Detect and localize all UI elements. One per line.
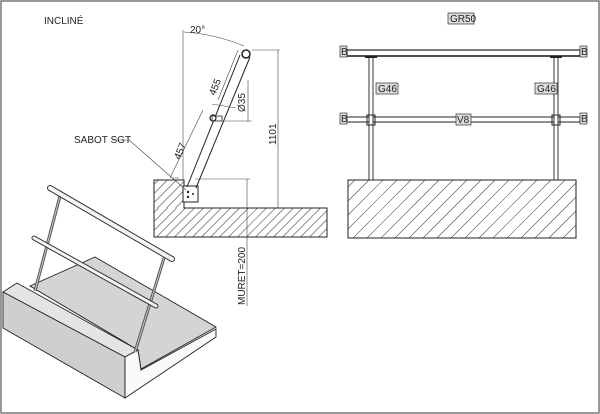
hatch-line — [157, 181, 185, 209]
hatch-line — [464, 179, 524, 239]
hatch-line — [300, 210, 328, 238]
hatch-line — [492, 179, 552, 239]
end-tag: B — [341, 114, 348, 125]
wall-label: MURET=200 — [237, 246, 248, 305]
hatch-line — [153, 207, 168, 222]
hatch-line — [520, 182, 577, 239]
hatch-line — [309, 219, 328, 238]
end-tag: B — [581, 47, 588, 58]
hatch-line — [366, 179, 426, 239]
hatch-line — [347, 179, 398, 230]
drawing-title: INCLINÉ — [44, 14, 84, 27]
sabot-shoe — [182, 185, 199, 203]
hatch-line — [478, 179, 538, 239]
hatch-line — [174, 207, 204, 238]
hatch-line — [153, 207, 177, 231]
handrail-section — [241, 49, 251, 59]
hatch-line — [318, 228, 328, 238]
slab-end — [124, 328, 217, 399]
wall-front — [347, 179, 577, 239]
upper-length-label: 455 — [208, 77, 225, 97]
handrail-tag: GR50 — [450, 14, 477, 25]
hatch-line — [347, 179, 384, 216]
hatch-line — [153, 179, 159, 185]
handrail — [346, 49, 581, 57]
hatch-line — [282, 207, 312, 238]
height-label: 1101 — [268, 123, 279, 145]
wall-front-hatching — [347, 179, 577, 239]
hatch-line — [219, 207, 249, 238]
hatch-line — [156, 207, 186, 238]
hatch-line — [246, 207, 276, 238]
hatch-line — [183, 207, 213, 238]
hatch-line — [166, 190, 185, 209]
post-right — [553, 56, 559, 181]
inclined-post — [186, 54, 251, 189]
hatch-line — [380, 179, 440, 239]
hatch-line — [548, 210, 577, 239]
hatch-line — [352, 179, 412, 239]
hatch-line — [153, 179, 177, 203]
hatch-line — [408, 179, 468, 239]
hatch-line — [273, 207, 303, 238]
post-tag-right: G46 — [537, 84, 556, 95]
hatch-line — [347, 179, 356, 188]
hatch-line — [291, 207, 321, 238]
hatch-line — [201, 207, 231, 238]
wall-section — [153, 179, 328, 238]
hatch-line — [210, 207, 240, 238]
hatch-line — [534, 196, 577, 239]
slab-top — [29, 256, 217, 370]
front-view: GR50 G46 G46 V8 B B B B — [339, 12, 588, 239]
end-tag: B — [341, 47, 348, 58]
hatch-line — [264, 207, 294, 238]
hatch-line — [394, 179, 454, 239]
rail-tag: V8 — [457, 115, 470, 126]
post-tag-left: G46 — [378, 84, 397, 95]
shoe-label: SABOT SGT — [74, 135, 131, 146]
angle-label: 20° — [190, 25, 205, 36]
hatch-line — [562, 224, 577, 239]
wall-section-hatching — [153, 179, 328, 238]
hatch-line — [436, 179, 496, 239]
side-view: 20° 455 Ø35 457 1101 MURET=200 SABOT SGT — [74, 25, 328, 306]
hatch-line — [153, 207, 159, 213]
diameter-label: Ø35 — [237, 93, 248, 112]
hatch-line — [165, 207, 195, 238]
end-tag: B — [581, 114, 588, 125]
hatch-line — [422, 179, 482, 239]
post-left — [368, 56, 374, 181]
isometric-view — [2, 185, 217, 399]
hatch-line — [192, 207, 222, 238]
hatch-line — [450, 179, 510, 239]
hatch-line — [228, 207, 258, 238]
hatch-line — [255, 207, 285, 238]
hatch-line — [347, 179, 370, 202]
hatch-line — [506, 179, 566, 239]
angle-arc — [183, 31, 245, 47]
hatch-line — [237, 207, 267, 238]
hatch-line — [153, 179, 168, 194]
